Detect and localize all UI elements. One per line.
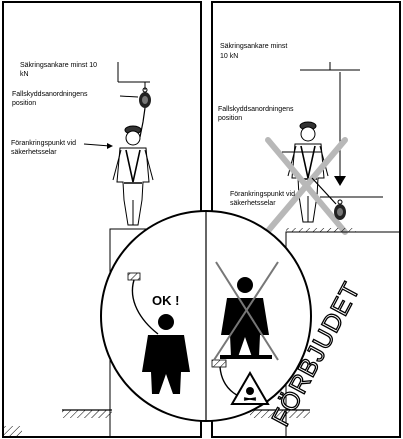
ok-label: OK ! <box>152 293 179 308</box>
right-anchor-label-line1: Säkringsankare minst <box>220 43 287 50</box>
right-anchor-label-line2: 10 kN <box>220 53 238 60</box>
right-attach-label-line2: säkerhetsselar <box>230 200 276 207</box>
left-device-label-line1: Fallskyddsanordningens <box>12 91 88 98</box>
comparison-circle: OK ! <box>100 210 312 422</box>
skull-warning-icon <box>230 371 270 405</box>
left-anchor-label-line1: Säkringsankare minst 10 <box>20 62 97 69</box>
right-attach-label-line1: Förankringspunkt vid <box>230 191 295 198</box>
forbidden-worker-icon <box>221 277 269 357</box>
left-worker-icon <box>112 125 154 226</box>
left-fall-arrest-device-icon <box>138 87 152 109</box>
right-device-label-line2: position <box>218 115 242 122</box>
forbidden-cross-mark <box>213 261 279 361</box>
left-anchor-label-line2: kN <box>20 71 29 78</box>
ok-worker-icon <box>142 314 190 394</box>
right-cross-mark <box>259 137 348 241</box>
left-attach-label-line1: Förankringspunkt vid <box>11 140 76 147</box>
left-attach-label-line2: säkerhetsselar <box>11 149 57 156</box>
right-panel: Säkringsankare minst 10 kN Fallskyddsano… <box>211 1 401 438</box>
ok-anchor-icon <box>127 272 141 281</box>
forbidden-anchor-icon <box>211 359 227 368</box>
right-device-label-line1: Fallskyddsanordningens <box>218 106 294 113</box>
left-device-label-line2: position <box>12 100 36 107</box>
